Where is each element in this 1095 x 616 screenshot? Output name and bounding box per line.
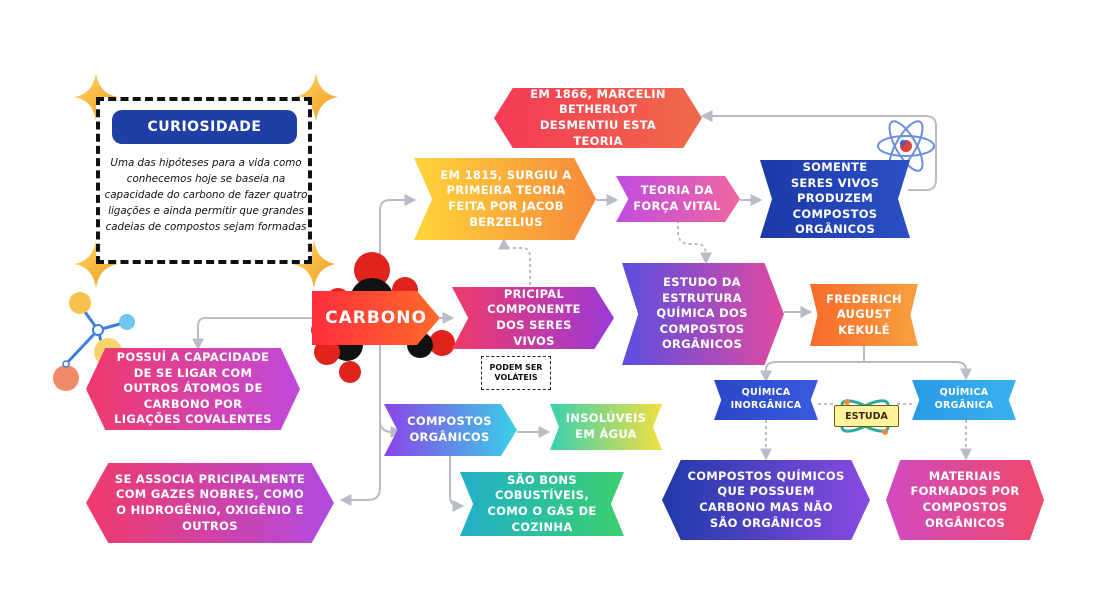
- se-associa-label: SE ASSOCIA PRICIPALMENTE COM GAZES NOBRE…: [114, 471, 306, 533]
- sparkle-icon: [294, 73, 338, 121]
- materiais-formados-node[interactable]: MATERIAIS FORMADOS POR COMPOSTOS ORGÂNIC…: [886, 460, 1044, 540]
- se-associa-node[interactable]: SE ASSOCIA PRICIPALMENTE COM GAZES NOBRE…: [86, 463, 334, 543]
- teoria-forca-vital-label: TEORIA DA FORÇA VITAL: [633, 183, 721, 213]
- compostos-organicos-node[interactable]: COMPOSTOS ORGÂNICOS: [384, 404, 517, 456]
- compostos-quimicos-node[interactable]: COMPOSTOS QUÍMICOS QUE POSSUEM CARBONO M…: [662, 460, 870, 540]
- possui-capacidade-node[interactable]: POSSUÍ A CAPACIDADE DE SE LIGAR COM OUTR…: [86, 348, 300, 430]
- principal-componente-label: PRICIPAL COMPONENTE DOS SERES VIVOS: [487, 286, 581, 348]
- materiais-formados-label: MATERIAIS FORMADOS POR COMPOSTOS ORGÂNIC…: [910, 468, 1020, 530]
- possui-capacidade-label: POSSUÍ A CAPACIDADE DE SE LIGAR COM OUTR…: [114, 350, 272, 427]
- somente-seres-vivos-node[interactable]: SOMENTE SERES VIVOS PRODUZEM COMPOSTOS O…: [760, 160, 910, 238]
- curiosity-text: Uma das hipóteses para a vida como conhe…: [104, 157, 308, 233]
- frederich-node[interactable]: FREDERICH AUGUST KEKULÉ: [810, 284, 918, 346]
- quimica-inorganica-label: QUÍMICA INORGÂNICA: [730, 387, 802, 411]
- estudo-estrutura-node[interactable]: ESTUDO DA ESTRUTURA QUÍMICA DOS COMPOSTO…: [622, 263, 784, 365]
- em-1815-node[interactable]: EM 1815, SURGIU A PRIMEIRA TEORIA FEITA …: [414, 158, 596, 240]
- quimica-organica-node[interactable]: QUÍMICA ORGÂNICA: [912, 380, 1016, 420]
- sparkle-icon: [74, 240, 118, 288]
- bons-combustiveis-label: SÃO BONS COBUSTÍVEIS, COMO O GÁS DE COZI…: [487, 472, 597, 534]
- somente-seres-vivos-label: SOMENTE SERES VIVOS PRODUZEM COMPOSTOS O…: [790, 160, 880, 237]
- insoluveis-node[interactable]: INSOLÚVEIS EM ÁGUA: [550, 404, 662, 450]
- frederich-label: FREDERICH AUGUST KEKULÉ: [826, 291, 902, 337]
- curiosity-title: CURIOSIDADE: [112, 110, 297, 144]
- compostos-organicos-label: COMPOSTOS ORGÂNICOS: [407, 414, 492, 444]
- em-1866-node[interactable]: EM 1866, MARCELIN BETHERLOT DESMENTIU ES…: [494, 88, 702, 148]
- em-1866-label: EM 1866, MARCELIN BETHERLOT DESMENTIU ES…: [530, 86, 666, 148]
- quimica-organica-label: QUÍMICA ORGÂNICA: [934, 387, 994, 411]
- insoluveis-label: INSOLÚVEIS EM ÁGUA: [565, 411, 647, 441]
- carbono-node[interactable]: CARBONO: [312, 291, 440, 345]
- sparkle-icon: [292, 240, 336, 288]
- carbono-label: CARBONO: [325, 307, 427, 328]
- em-1815-label: EM 1815, SURGIU A PRIMEIRA TEORIA FEITA …: [440, 167, 572, 229]
- estudo-estrutura-label: ESTUDO DA ESTRUTURA QUÍMICA DOS COMPOSTO…: [656, 275, 748, 352]
- compostos-quimicos-label: COMPOSTOS QUÍMICOS QUE POSSUEM CARBONO M…: [687, 468, 845, 530]
- volateis-callout: PODEM SER VOLÁTEIS: [481, 356, 551, 390]
- quimica-inorganica-node[interactable]: QUÍMICA INORGÂNICA: [714, 380, 818, 420]
- bons-combustiveis-node[interactable]: SÃO BONS COBUSTÍVEIS, COMO O GÁS DE COZI…: [460, 472, 624, 536]
- teoria-forca-vital-node[interactable]: TEORIA DA FORÇA VITAL: [616, 176, 740, 222]
- principal-componente-node[interactable]: PRICIPAL COMPONENTE DOS SERES VIVOS: [452, 287, 614, 349]
- estuda-tag: ESTUDA: [834, 405, 899, 427]
